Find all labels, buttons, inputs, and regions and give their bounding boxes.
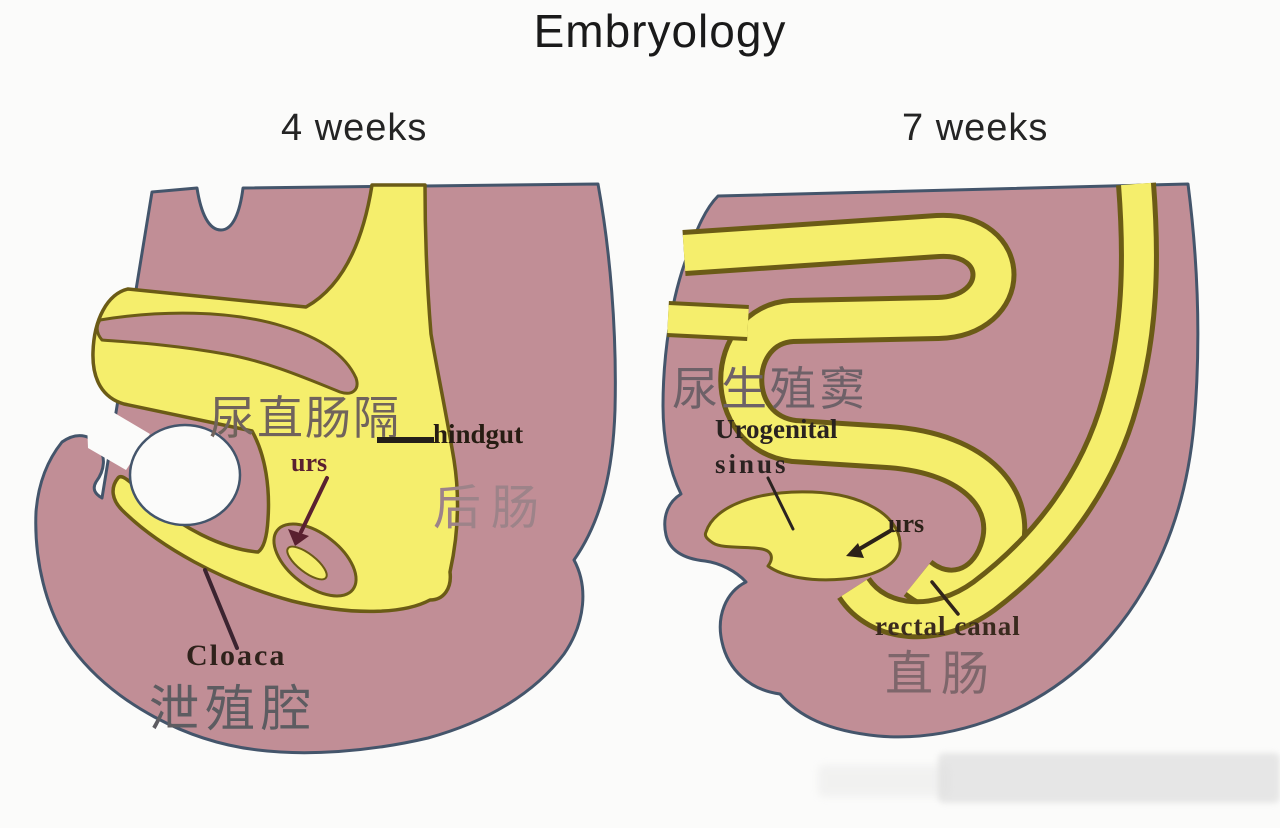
week7-rectum-tube [841,182,1154,635]
week4-curl-hole [128,423,242,527]
label-cloaca-zh: 泄殖腔 [149,680,317,738]
watermark-smudge-faint [818,765,950,797]
week4-tail-gap [86,396,150,470]
label-hindgut-zh: 后肠 [433,480,550,536]
week7-figure [661,182,1200,739]
page-title: Embryology [533,5,787,57]
week7-tube-stub [667,305,749,337]
label-urogenital-en-line2: sinus [715,449,789,479]
week4-gut-lumen [91,183,460,614]
label-urorectal-septum-zh: 尿直肠隔 [209,391,401,445]
urs-arrowhead-right [846,543,864,558]
label-urogenital-en-line1: Urogenital [715,414,838,444]
urs-arrow-right [854,529,892,553]
label-rectum-zh: 直肠 [885,646,998,702]
urs-arrowhead-left [288,529,309,546]
week4-urorectal-septum [95,311,359,395]
stage-label-4-weeks: 4 weeks [281,107,428,149]
cloaca-pointer-line [203,568,239,650]
label-rectal-canal-en: rectal canal [875,611,1021,641]
label-hindgut-en: hindgut [433,419,524,449]
sinus-pointer-line [766,476,795,531]
week7-urogenital-sinus-bulb [703,490,902,582]
label-urogenital-sinus-zh: 尿生殖窦 [672,362,868,416]
urs-arrow-left [299,476,329,534]
label-urs-right: urs [888,509,925,538]
stage-label-7-weeks: 7 weeks [902,107,1049,149]
week4-septum-pocket [286,545,328,581]
week4-figure [34,182,617,755]
watermark-smudge [938,753,1280,803]
rectal-canal-pointer-line [930,580,960,616]
label-cloaca-en: Cloaca [186,639,287,672]
week7-bladder-tube [682,217,1023,609]
label-urs-left: urs [291,448,328,477]
septum-underline-bar [377,437,434,443]
